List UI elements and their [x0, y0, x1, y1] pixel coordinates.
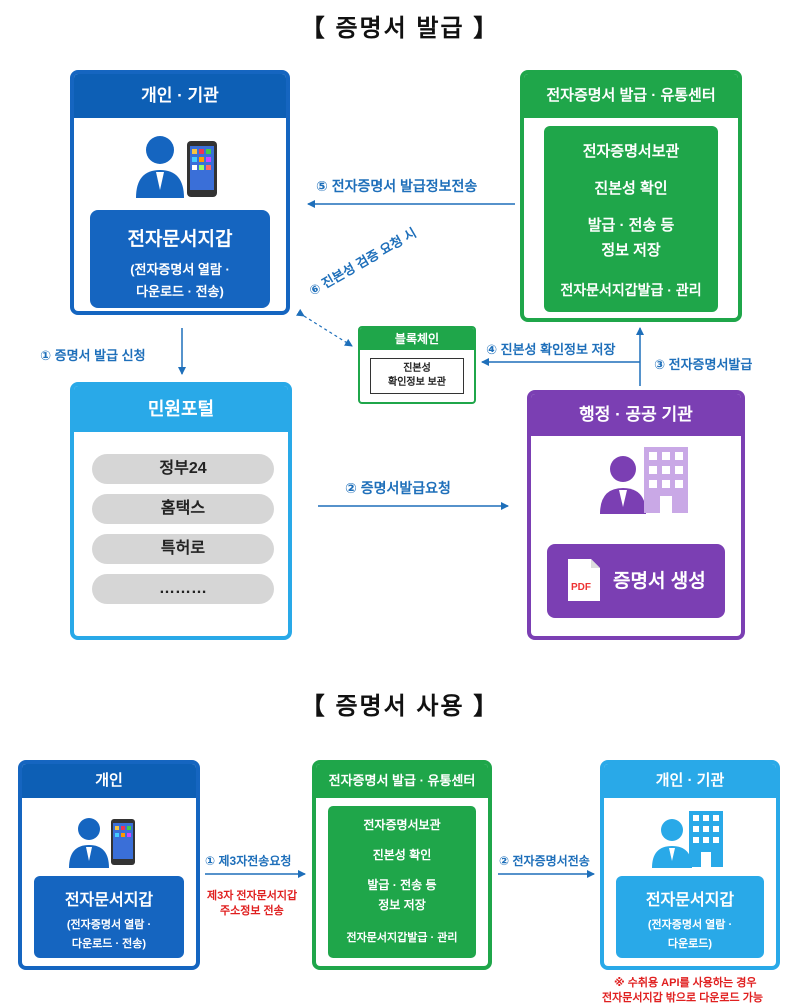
certificate-generation-label: 증명서 생성	[613, 571, 706, 592]
issuance-individual-header: 개인 · 기관	[74, 74, 286, 118]
wallet-title: 전자문서지갑	[645, 892, 735, 909]
usage-step2-label: ② 전자증명서전송	[499, 854, 590, 868]
wallet-title: 전자문서지갑	[127, 229, 233, 250]
issuance-individual-box: 개인 · 기관 전자문서지갑 (전자증명서 열람 · 다운로드 · 전송)	[70, 70, 290, 315]
blockchain-line2: 확인정보 보관	[388, 377, 446, 388]
center-item: 정보 저장	[601, 242, 661, 259]
wallet-sub1: (전자증명서 열람 ·	[647, 919, 733, 931]
wallet-sub2: 다운로드)	[667, 938, 713, 950]
receiver-wallet-panel: 전자문서지갑 (전자증명서 열람 · 다운로드)	[616, 876, 764, 958]
step2-label: ② 증명서발급요청	[345, 480, 451, 496]
pdf-label: PDF	[571, 582, 591, 593]
center-item: 정보 저장	[378, 898, 426, 912]
wallet-sub1: (전자증명서 열람 ·	[130, 262, 230, 277]
blockchain-header: 블록체인	[360, 328, 474, 350]
center-item: 진본성 확인	[594, 180, 668, 197]
issuance-section-title: 【 증명서 발급 】	[300, 15, 500, 42]
wallet-title: 전자문서지갑	[64, 892, 154, 909]
usage-center-panel: 전자증명서보관 진본성 확인 발급 · 전송 등 정보 저장 전자문서지갑발급 …	[328, 806, 476, 958]
portal-item-gov24: 정부24	[92, 454, 274, 484]
building-icon	[644, 447, 688, 513]
usage-footnote2: 전자문서지갑 밖으로 다운로드 가능	[602, 992, 763, 1004]
person-icon	[600, 456, 646, 514]
center-item: 발급 · 전송 등	[587, 217, 675, 234]
usage-footnote1: ※ 수취용 API를 사용하는 경우	[614, 977, 757, 989]
usage-center-header: 전자증명서 발급 · 유통센터	[316, 764, 488, 798]
usage-wallet-panel: 전자문서지갑 (전자증명서 열람 · 다운로드 · 전송)	[34, 876, 184, 958]
agency-box: 행정 · 공공 기관 PDF 증명서 생성	[527, 390, 745, 640]
smartphone-icon	[111, 819, 135, 865]
wallet-sub2: 다운로드 · 전송)	[136, 284, 224, 299]
usage-center-box: 전자증명서 발급 · 유통센터 전자증명서보관 진본성 확인 발급 · 전송 등…	[312, 760, 492, 970]
step6-arrow	[295, 308, 353, 347]
pdf-icon: PDF	[568, 559, 600, 601]
usage-individual-header: 개인	[22, 764, 196, 798]
usage-individual-box: 개인 전자문서지갑 (전자증명서 열람 · 다운로드 · 전송)	[18, 760, 200, 970]
smartphone-icon	[187, 141, 217, 197]
step3-label: ③ 전자증명서발급	[654, 357, 753, 372]
person-icon	[69, 818, 109, 868]
building-icon	[689, 811, 723, 867]
center-item: 전자증명서보관	[363, 818, 441, 832]
step4-label: ④ 진본성 확인정보 저장	[486, 342, 616, 357]
issuance-center-header: 전자증명서 발급 · 유통센터	[524, 74, 738, 118]
center-item: 전자문서지갑발급 · 관리	[560, 282, 702, 298]
center-item: 발급 · 전송 등	[367, 878, 437, 892]
usage-step1-note2: 주소정보 전송	[220, 905, 284, 917]
portal-header: 민원포털	[74, 386, 288, 432]
portal-box: 민원포털 정부24 홈택스 특허로 ………	[70, 382, 292, 640]
blockchain-line1: 진본성	[403, 363, 431, 374]
agency-header: 행정 · 공공 기관	[531, 394, 741, 436]
certificate-generation-panel: PDF 증명서 생성	[547, 544, 725, 618]
issuance-center-panel: 전자증명서보관 진본성 확인 발급 · 전송 등 정보 저장 전자문서지갑발급 …	[544, 126, 718, 312]
person-icon	[652, 819, 692, 868]
center-item: 진본성 확인	[372, 848, 432, 862]
center-item: 전자증명서보관	[582, 143, 680, 160]
wallet-sub2: 다운로드 · 전송)	[71, 938, 147, 950]
usage-receiver-box: 개인 · 기관 전자문서지갑 (전자증명서 열람 · 다운로드)	[600, 760, 780, 970]
step1-label: ① 증명서 발급 신청	[40, 348, 146, 363]
wallet-sub1: (전자증명서 열람 ·	[66, 919, 152, 931]
issuance-center-box: 전자증명서 발급 · 유통센터 전자증명서보관 진본성 확인 발급 · 전송 등…	[520, 70, 742, 322]
portal-item-hometax: 홈택스	[92, 494, 274, 524]
usage-section-title: 【 증명서 사용 】	[300, 693, 500, 720]
portal-item-patent: 특허로	[92, 534, 274, 564]
blockchain-box: 블록체인 진본성 확인정보 보관	[358, 326, 476, 404]
issuance-wallet-panel: 전자문서지갑 (전자증명서 열람 · 다운로드 · 전송)	[90, 210, 270, 308]
center-item: 전자문서지갑발급 · 관리	[346, 932, 458, 944]
step5-label: ⑤ 전자증명서 발급정보전송	[316, 178, 478, 194]
usage-step1-label: ① 제3자전송요청	[205, 854, 292, 868]
person-icon	[136, 136, 184, 198]
usage-receiver-header: 개인 · 기관	[604, 764, 776, 798]
portal-item-more: ………	[92, 574, 274, 604]
blockchain-inner: 진본성 확인정보 보관	[370, 358, 464, 394]
step6-label: ⑥ 진본성 검증 요청 시	[306, 225, 419, 299]
usage-step1-note1: 제3자 전자문서지갑	[207, 890, 298, 902]
